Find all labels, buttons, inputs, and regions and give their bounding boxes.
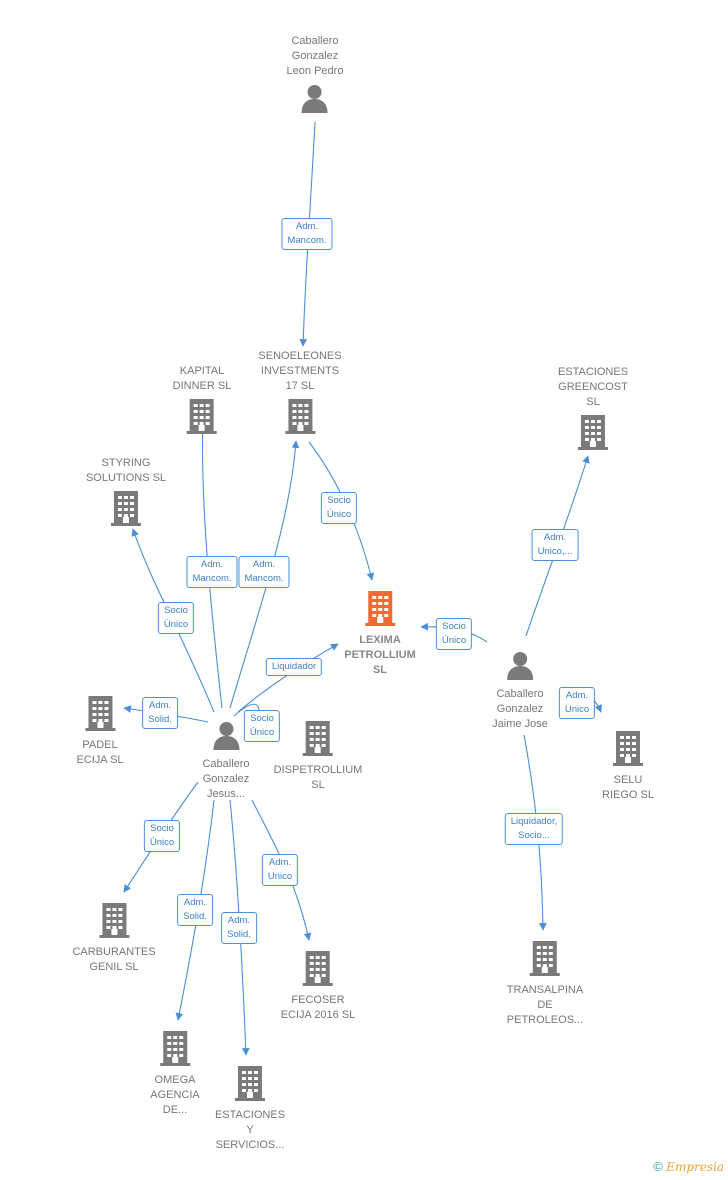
edge-label-jesus-padel[interactable]: Adm. Solid. [142,697,178,729]
node-label: Caballero Gonzalez Jesus... [202,758,250,800]
node-greencost[interactable]: ESTACIONES GREENCOST SL [558,365,628,455]
node-label: OMEGA AGENCIA DE... [150,1074,200,1116]
edge-label-jaime-greencost[interactable]: Adm. Unico,... [531,529,579,561]
person-icon [202,720,249,755]
node-pedro[interactable]: Caballero Gonzalez Leon Pedro [286,34,344,118]
node-kapital[interactable]: KAPITAL DINNER SL [172,364,232,439]
node-jesus[interactable]: Caballero Gonzalez Jesus... [202,720,250,802]
edge-label-jaime-lexima[interactable]: Socio Único [435,618,473,650]
node-label: DISPETROLLIUM SL [273,764,363,791]
edge-label-jesus-styring[interactable]: Socio Único [157,602,195,634]
empresia-brand: Empresia [666,1160,724,1174]
node-styring[interactable]: STYRING SOLUTIONS SL [86,456,166,531]
building-icon [281,950,356,991]
edge-label-jesus-lexima-liq[interactable]: Liquidador [265,658,323,676]
node-label: KAPITAL DINNER SL [172,365,232,392]
copyright-symbol: © [653,1159,663,1174]
node-label: Caballero Gonzalez Jaime Jose [492,688,548,730]
edge-label-jesus-kapital[interactable]: Adm. Mancom. [186,556,238,588]
node-carburantes[interactable]: CARBURANTES GENIL SL [72,902,156,975]
node-jaime[interactable]: Caballero Gonzalez Jaime Jose [492,650,548,732]
building-icon [215,1065,285,1106]
node-label: SELU RIEGO SL [602,774,654,801]
node-estaciones[interactable]: ESTACIONES Y SERVICIOS... [215,1065,285,1153]
edge-label-jaime-selu[interactable]: Adm. Unico [558,687,596,719]
node-label: ESTACIONES Y SERVICIOS... [214,1109,286,1151]
node-dispetrollium[interactable]: DISPETROLLIUM SL [273,720,363,793]
node-transalpina[interactable]: TRANSALPINA DE PETROLEOS... [507,940,583,1028]
node-selu[interactable]: SELU RIEGO SL [602,730,654,803]
building-icon [86,490,166,531]
edge-label-jaime-transalpina[interactable]: Liquidador, Socio... [504,813,564,845]
node-fecoser[interactable]: FECOSER ECIJA 2016 SL [280,950,356,1023]
building-icon [258,398,341,439]
empresia-watermark: © Empresia [653,1159,724,1174]
building-icon [344,590,416,631]
building-icon [173,398,232,439]
edge-label-jesus-fecoser[interactable]: Adm. Unico [261,854,299,886]
building-icon [558,414,628,455]
node-label: LEXIMA PETROLLIUM SL [344,634,416,676]
edge-jesus-kapital [198,412,223,709]
node-label: SENOELEONES INVESTMENTS 17 SL [258,350,342,392]
node-label: CARBURANTES GENIL SL [72,946,156,973]
building-icon [602,730,654,771]
edge-jesus-lexima-liq [237,643,339,713]
node-lexima[interactable]: LEXIMA PETROLLIUM SL [344,590,416,678]
edge-label-jesus-seno[interactable]: Adm. Mancom. [238,556,290,588]
node-seno[interactable]: SENOELEONES INVESTMENTS 17 SL [258,349,342,439]
building-icon [274,720,363,761]
node-label: FECOSER ECIJA 2016 SL [280,994,356,1021]
building-icon [76,695,123,736]
node-label: STYRING SOLUTIONS SL [85,457,167,484]
node-label: PADEL ECIJA SL [76,739,124,766]
edge-label-pedro-seno[interactable]: Adm. Mancom. [281,218,333,250]
edge-label-jesus-lexima-socio[interactable]: Socio Único [243,710,281,742]
edge-label-jesus-estaciones[interactable]: Adm. Solid. [221,912,257,944]
building-icon [150,1030,200,1071]
node-label: TRANSALPINA DE PETROLEOS... [506,984,584,1026]
building-icon [507,940,583,981]
node-padel[interactable]: PADEL ECIJA SL [76,695,124,768]
building-icon [72,902,155,943]
node-label: ESTACIONES GREENCOST SL [557,366,629,408]
person-icon [287,83,344,118]
node-label: Caballero Gonzalez Leon Pedro [286,35,344,77]
node-omega[interactable]: OMEGA AGENCIA DE... [150,1030,200,1118]
person-icon [492,650,548,685]
edge-label-seno-lexima[interactable]: Socio Único [320,492,358,524]
edge-label-jesus-omega[interactable]: Adm. Solid. [177,894,213,926]
edge-label-jesus-carburantes[interactable]: Socio Único [143,820,181,852]
